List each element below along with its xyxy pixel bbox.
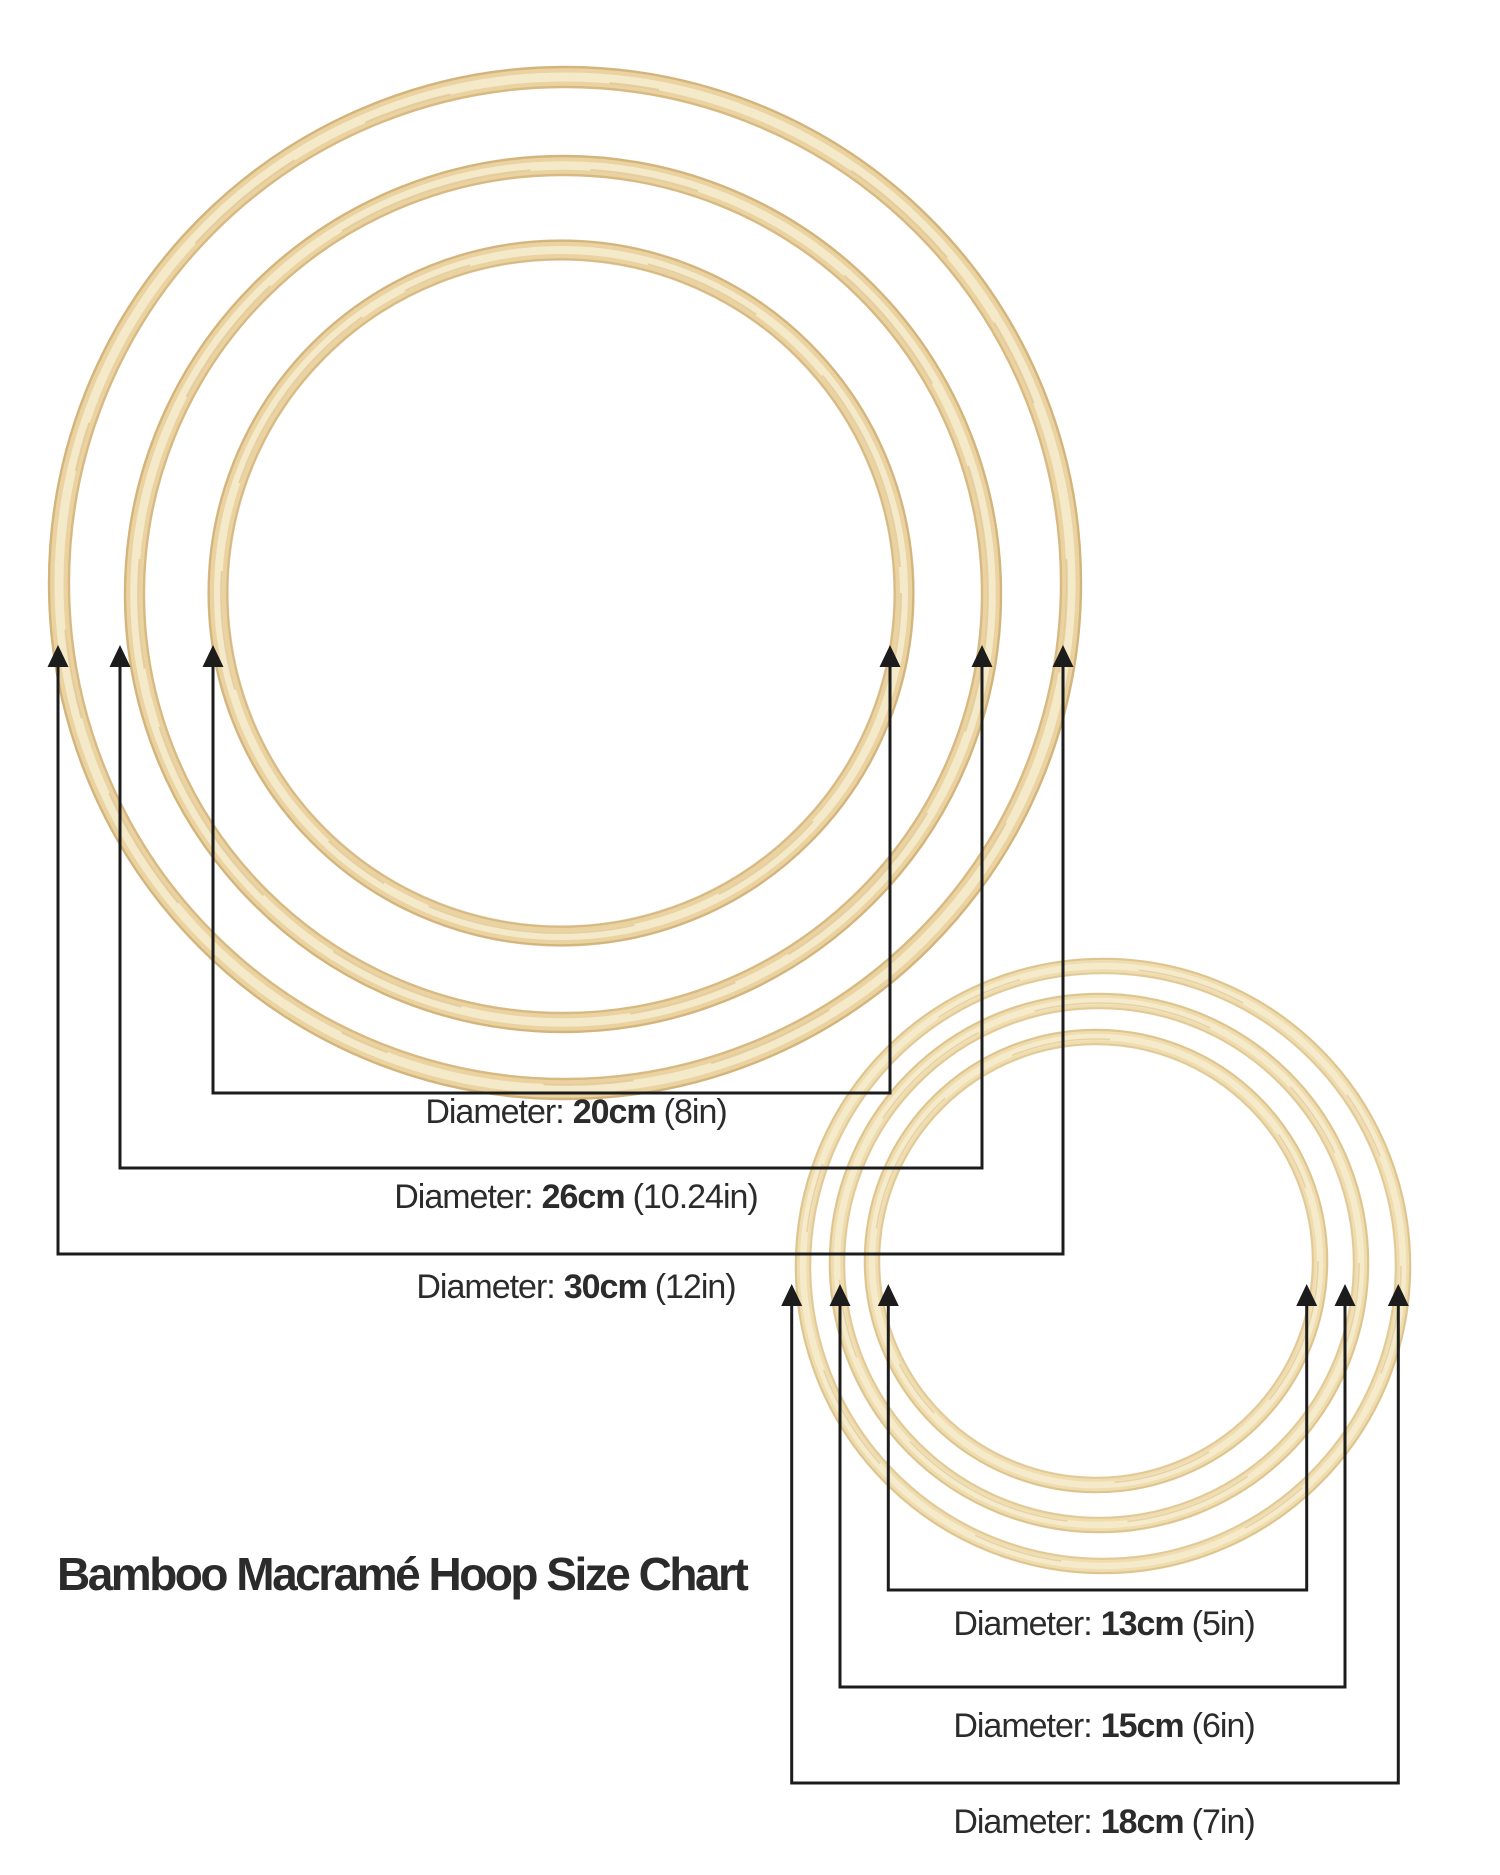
dimension-15cm: Diameter:15cm(6in) [829,1284,1356,1745]
arrowhead-up-icon [781,1284,803,1306]
arrowhead-up-icon [1052,645,1074,667]
hoop-ring-30cm [47,65,1083,1101]
dimension-13cm: Diameter:13cm(5in) [877,1284,1318,1643]
arrowhead-up-icon [1387,1284,1409,1306]
hoop-ring-13cm [863,1028,1329,1494]
arrowhead-up-icon [47,645,69,667]
dimension-20cm: Diameter:20cm(8in) [202,645,901,1131]
dimension-label-15cm: Diameter:15cm(6in) [953,1707,1254,1745]
chart-title: Bamboo Macramé Hoop Size Chart [57,1548,748,1600]
dimension-label-13cm: Diameter:13cm(5in) [953,1605,1254,1643]
hoop-ring-26cm [123,154,1003,1034]
large-hoop-group [47,65,1083,1101]
dimension-label-26cm: Diameter:26cm(10.24in) [394,1178,758,1216]
dimension-26cm: Diameter:26cm(10.24in) [109,645,993,1216]
arrowhead-up-icon [971,645,993,667]
dimension-30cm: Diameter:30cm(12in) [47,645,1074,1306]
hoop-ring-15cm [828,992,1370,1534]
hoop-ring-18cm [794,957,1412,1575]
arrowhead-up-icon [877,1284,899,1306]
arrowhead-up-icon [879,645,901,667]
arrowhead-up-icon [202,645,224,667]
dimension-label-18cm: Diameter:18cm(7in) [953,1803,1254,1841]
arrowhead-up-icon [1334,1284,1356,1306]
dimension-label-20cm: Diameter:20cm(8in) [425,1093,726,1131]
dimension-18cm: Diameter:18cm(7in) [781,1284,1409,1841]
small-hoop-group [794,957,1412,1575]
dimension-label-30cm: Diameter:30cm(12in) [416,1268,735,1306]
arrowhead-up-icon [109,645,131,667]
arrowhead-up-icon [829,1284,851,1306]
hoop-ring-20cm [207,239,915,947]
arrowhead-up-icon [1296,1284,1318,1306]
